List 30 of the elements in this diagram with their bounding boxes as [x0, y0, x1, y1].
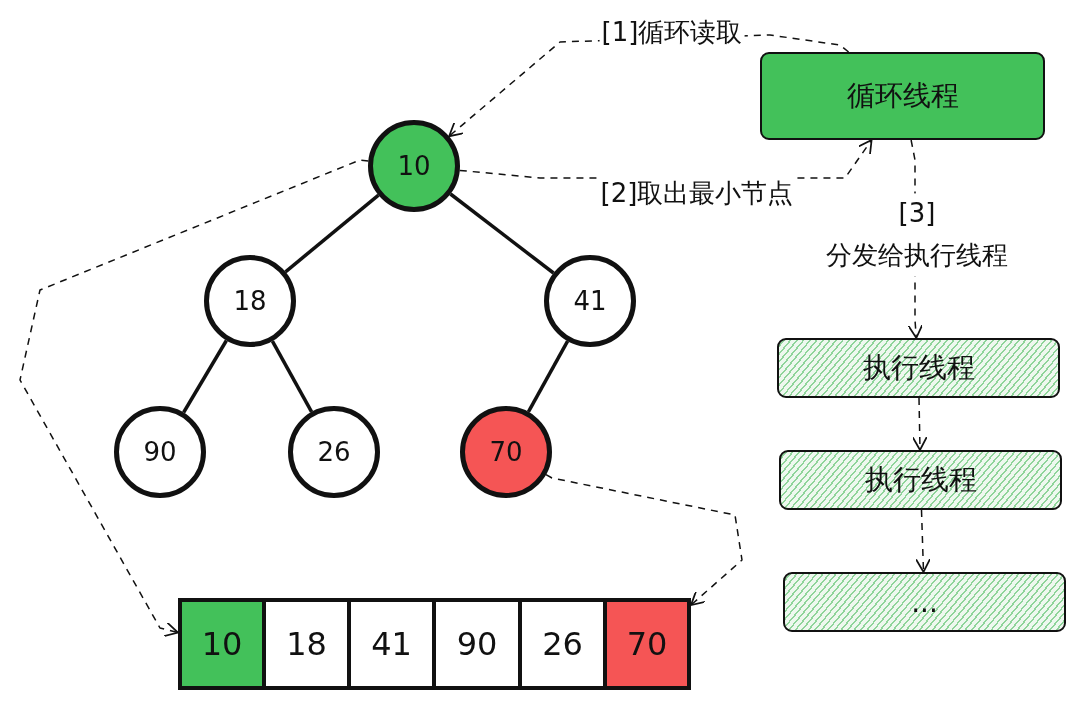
node-label: 90 [143, 437, 177, 467]
dashed-arrow [19, 159, 370, 638]
node-label: 26 [542, 625, 583, 663]
node-label: 90 [456, 625, 498, 663]
tree-edge [449, 192, 555, 275]
dashed-arrow [915, 509, 931, 573]
node-label: 10 [201, 625, 243, 663]
node-label: 26 [317, 437, 351, 467]
node-label: 18 [286, 625, 327, 663]
thread-box [760, 52, 1045, 140]
thread-box [777, 338, 1060, 398]
node-label: ... [911, 585, 938, 619]
edge-label: [3] 分发给执行线程 [824, 193, 1010, 277]
node-label: 执行线程 [862, 350, 975, 386]
node-label: 41 [371, 625, 412, 663]
node-label: 18 [233, 286, 267, 316]
tree-edge [270, 340, 314, 413]
node-label: 70 [626, 625, 668, 663]
node-label: 循环线程 [846, 78, 959, 114]
dashed-arrow [545, 473, 743, 606]
node-label: 10 [397, 151, 431, 181]
tree-edge [284, 193, 380, 274]
dashed-arrow [911, 397, 928, 451]
thread-box [779, 450, 1062, 510]
thread-box [783, 572, 1066, 632]
tree-edge [526, 340, 570, 413]
node-label: 41 [573, 286, 607, 316]
node-label: 70 [489, 437, 523, 467]
node-label: 执行线程 [864, 462, 977, 498]
tree-edge [182, 339, 228, 414]
